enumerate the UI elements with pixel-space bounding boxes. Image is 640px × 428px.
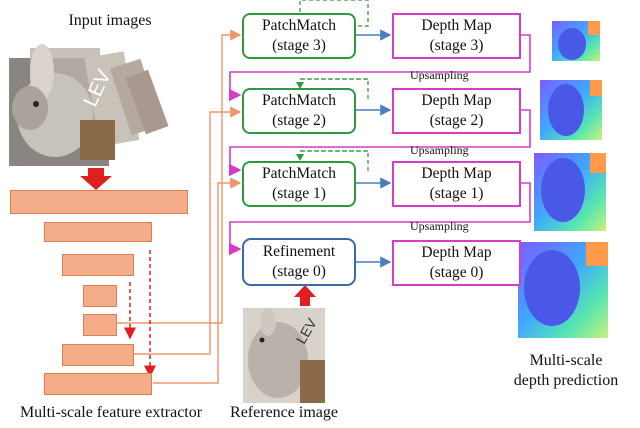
input-images-picture: LEV: [9, 44, 169, 166]
depth-map-stage3: [552, 21, 600, 61]
input-down-arrow: [80, 168, 112, 190]
feature-block-5: [83, 314, 117, 336]
feature-extractor-label: Multi-scale feature extractor: [19, 404, 203, 421]
multiscale-label-line1: Multi-scale: [529, 352, 603, 369]
reference-image-label: Reference image: [230, 404, 338, 421]
patchmatch-stage2: PatchMatch(stage 2): [242, 88, 356, 134]
patchmatch-stage1: PatchMatch(stage 1): [242, 161, 356, 207]
depthmap-stage3: Depth Map(stage 3): [392, 13, 521, 59]
refinement-stage0: Refinement(stage 0): [242, 238, 356, 286]
feature-block-6: [62, 344, 134, 366]
feature-block-4: [83, 285, 117, 307]
upsample-route-3: [228, 34, 531, 102]
feature-block-7: [44, 373, 152, 395]
upsample-route-2: [228, 109, 531, 177]
upsampling-label-2: Upsampling: [410, 143, 469, 157]
feature-block-1: [10, 190, 188, 214]
multiscale-label-line2: depth prediction: [513, 372, 619, 389]
depthmap-stage0: Depth Map(stage 0): [392, 240, 521, 286]
depthmap-stage1: Depth Map(stage 1): [392, 161, 521, 207]
feature-block-2: [44, 222, 152, 242]
depth-map-stage2: [540, 80, 602, 140]
depthmap-stage2: Depth Map(stage 2): [392, 88, 521, 134]
feature-block-3: [62, 254, 134, 276]
feature-to-pm3: [117, 29, 242, 324]
upsample-route-1: [228, 182, 531, 256]
patchmatch-stage3: PatchMatch(stage 3): [242, 13, 356, 59]
ref-up-arrow: [294, 285, 316, 306]
input-images-label: Input images: [68, 12, 152, 29]
upsampling-label-1: Upsampling: [410, 219, 469, 233]
feature-to-pm1: [153, 177, 242, 384]
depth-map-stage0: [518, 242, 608, 338]
upsampling-label-3: Upsampling: [410, 68, 469, 82]
feature-to-pm2: [134, 106, 242, 355]
depth-map-stage1: [534, 153, 606, 231]
reference-image-picture: LEV: [243, 308, 325, 403]
